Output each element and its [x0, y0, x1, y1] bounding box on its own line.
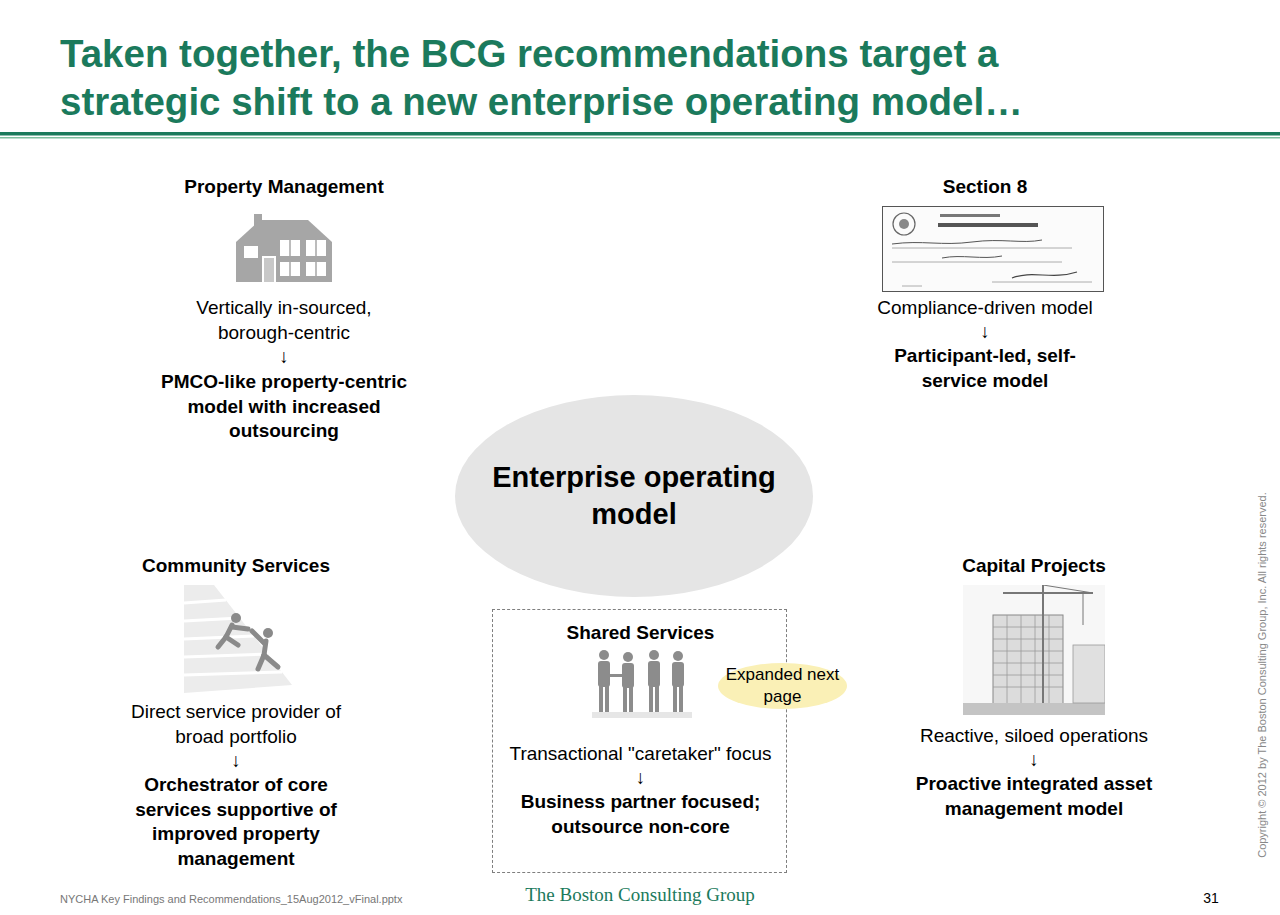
arrow-glyph: ↓: [1014, 748, 1054, 773]
ellipse-label: Enterprise operating model: [455, 459, 813, 533]
shared-services-box: Shared ServicesTransactional "caretaker"…: [492, 609, 787, 873]
target-state-text: Business partner focused; outsource non-…: [493, 790, 788, 839]
current-state-text: Vertically in-sourced, borough-centric: [174, 296, 394, 345]
current-state-text: Compliance-driven model: [855, 296, 1115, 321]
title-rule: [0, 130, 1280, 140]
slide-title: Taken together, the BCG recommendations …: [60, 30, 1160, 126]
arrow-glyph: ↓: [493, 766, 788, 791]
target-state-text: Participant-led, self-service model: [875, 344, 1095, 393]
callout-oval: Expanded next page: [718, 663, 847, 709]
arrow-glyph: ↓: [216, 749, 256, 774]
house-icon: [234, 212, 334, 286]
callout-text: Expanded next page: [718, 664, 847, 708]
company-logo-text: The Boston Consulting Group: [440, 884, 840, 906]
footer-filename: NYCHA Key Findings and Recommendations_1…: [60, 893, 402, 905]
page-number: 31: [1196, 890, 1226, 906]
section-heading: Community Services: [86, 554, 386, 579]
current-state-text: Transactional "caretaker" focus: [493, 742, 788, 767]
arrow-glyph: ↓: [965, 320, 1005, 345]
ellipse-outline: [455, 395, 813, 597]
section-heading: Capital Projects: [909, 554, 1159, 579]
stairs-helping-icon: [184, 585, 292, 693]
target-state-text: Orchestrator of core services supportive…: [116, 773, 356, 871]
target-state-text: PMCO-like property-centric model with in…: [159, 370, 409, 444]
enterprise-ellipse: Enterprise operating model: [455, 395, 813, 597]
current-state-text: Direct service provider of broad portfol…: [111, 700, 361, 749]
arrow-glyph: ↓: [264, 345, 304, 370]
business-people-icon: [592, 648, 692, 718]
section-heading: Section 8: [885, 175, 1085, 200]
target-state-text: Proactive integrated asset management mo…: [894, 772, 1174, 821]
copyright-note: Copyright © 2012 by The Boston Consultin…: [1255, 455, 1269, 895]
section-heading: Property Management: [134, 175, 434, 200]
current-state-text: Reactive, siloed operations: [894, 724, 1174, 749]
bank-check-image: [882, 206, 1104, 292]
box-heading: Shared Services: [493, 621, 788, 646]
construction-building-image: [963, 585, 1105, 715]
